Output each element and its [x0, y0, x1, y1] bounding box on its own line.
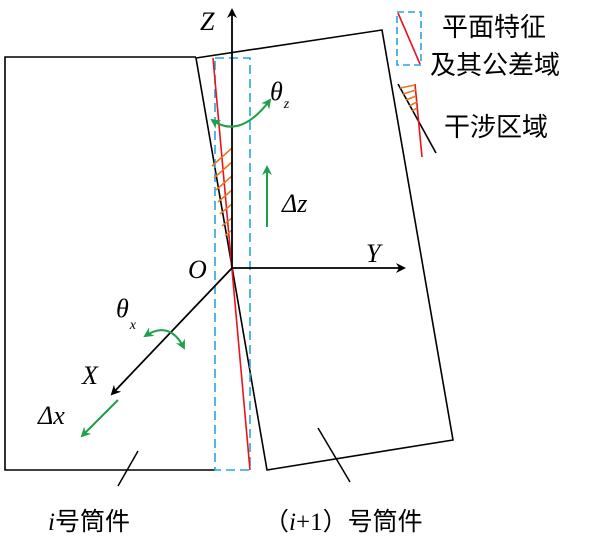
- part-i-plus-1-label: （i+1）号筒件: [264, 507, 423, 536]
- theta-z-label: θz: [270, 77, 290, 112]
- legend-interference-symbol: [397, 83, 437, 158]
- theta-z-rotation-arrow: [210, 98, 272, 129]
- y-axis-label: Y: [366, 239, 383, 268]
- delta-x-arrow: [80, 399, 119, 438]
- legend-tolerance-symbol: [396, 11, 422, 66]
- part-i-label: i号筒件: [48, 507, 130, 536]
- theta-x-rotation-arrow: [143, 327, 185, 350]
- theta-x-label: θx: [116, 294, 137, 333]
- part-i-outline: [4, 56, 215, 471]
- legend-tolerance-line2: 及其公差域: [430, 51, 560, 81]
- part-i-plus-1-outline: [195, 29, 454, 471]
- z-axis-label: Z: [200, 7, 215, 36]
- delta-z-label: Δz: [281, 189, 307, 218]
- part-i-leader: [117, 450, 139, 487]
- part-i-plus-1-leader: [317, 427, 351, 483]
- legend-tolerance-line1: 平面特征: [442, 13, 546, 43]
- delta-x-label: Δx: [37, 401, 65, 430]
- origin-label: O: [188, 255, 207, 284]
- interference-hatch: [211, 147, 233, 237]
- legend-interference-label: 干涉区域: [444, 113, 548, 143]
- x-axis-label: X: [81, 361, 99, 390]
